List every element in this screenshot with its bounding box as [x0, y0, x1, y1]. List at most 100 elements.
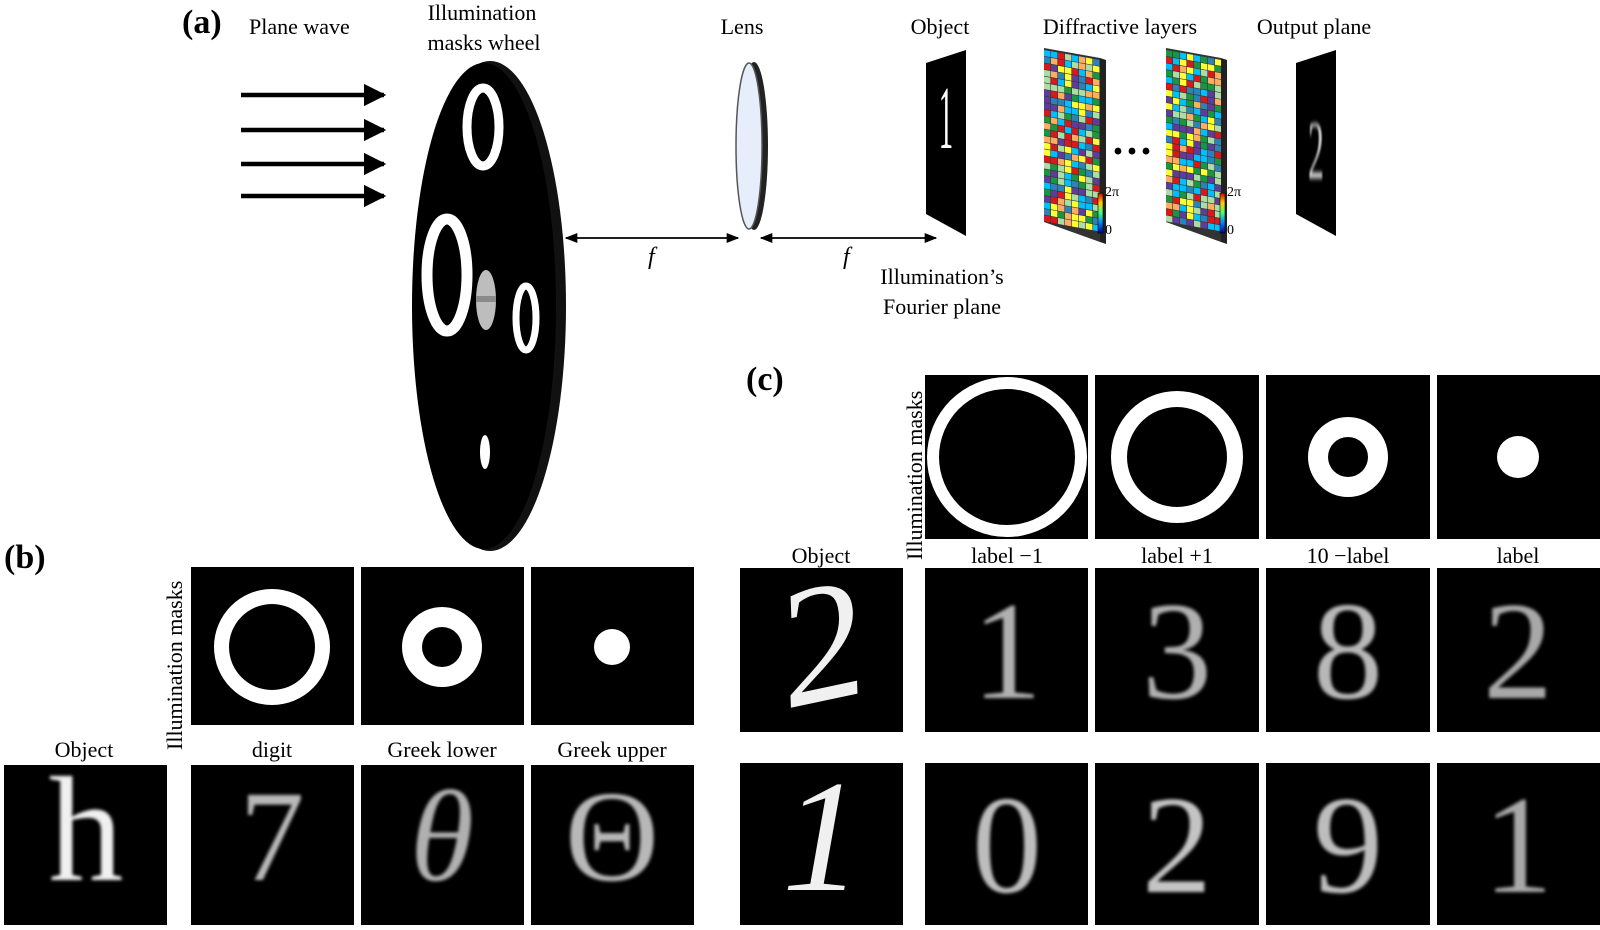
phase-pixel — [1072, 180, 1079, 188]
phase-pixel — [1051, 84, 1058, 92]
phase-pixel — [1044, 76, 1051, 84]
phase-pixel — [1058, 105, 1065, 113]
phase-pixel — [1058, 112, 1065, 120]
panel-a: (a) Plane wave Illumination masks wheel … — [182, 0, 1371, 551]
phase-pixel — [1166, 109, 1173, 117]
phase-pixel — [1065, 179, 1072, 187]
phase-pixel — [1044, 195, 1051, 203]
phase-pixel — [1194, 107, 1201, 116]
phase-pixel — [1166, 96, 1173, 104]
phase-pixel — [1072, 167, 1079, 175]
panel-b-output-glyph-digit: 7 — [240, 765, 305, 909]
phase-pixel — [1166, 136, 1173, 144]
phase-pixel — [1086, 103, 1093, 112]
phase-pixel — [1166, 202, 1173, 210]
output-plane-label: Output plane — [1257, 14, 1371, 39]
phase-pixel — [1180, 145, 1187, 153]
phase-pixel — [1065, 80, 1072, 88]
phase-pixel — [1051, 157, 1058, 165]
phase-pixel — [1187, 179, 1194, 187]
phase-pixel — [1044, 102, 1051, 111]
wheel-dot-mask — [480, 435, 490, 469]
phase-pixel — [1079, 76, 1086, 84]
phase-pixel — [1180, 217, 1187, 226]
phase-pixel — [1044, 63, 1051, 71]
phase-pixel — [1072, 101, 1079, 109]
panel-b-output-greek-lower: θ — [361, 765, 524, 925]
phase-pixel — [1173, 51, 1180, 59]
phase-pixel — [1180, 138, 1187, 146]
panel-c-col-label-1: label −1 — [971, 543, 1043, 568]
phase-pixel — [1072, 160, 1079, 169]
panel-c-masks-label: Illumination masks — [902, 391, 927, 560]
panel-c-col-label-3: 10 −label — [1307, 543, 1390, 568]
phase-pixel — [1065, 126, 1072, 134]
phase-pixel — [1173, 216, 1180, 224]
phase-pixel — [1058, 145, 1065, 153]
fourier-label-line2: Fourier plane — [883, 294, 1001, 319]
phase-pixel — [1058, 125, 1065, 133]
phase-pixel — [1051, 143, 1058, 152]
wheel-ring-mask-small — [512, 282, 540, 354]
phase-pixel — [1093, 98, 1100, 106]
phase-pixel — [1065, 139, 1072, 147]
phase-pixel — [1044, 89, 1051, 97]
panel-c-row2-output-4: 1 — [1437, 763, 1600, 925]
phase-pixel — [1072, 220, 1079, 228]
phase-pixel — [1086, 84, 1093, 92]
phase-pixel — [1072, 134, 1079, 142]
phase-pixel — [1180, 171, 1187, 179]
lens-label: Lens — [721, 14, 764, 39]
phase-pixel — [1194, 88, 1201, 96]
phase-pixel — [1065, 60, 1072, 68]
phase-pixel — [1058, 52, 1065, 60]
phase-pixel — [1208, 143, 1215, 151]
phase-pixel — [1093, 72, 1100, 80]
phase-pixel — [1079, 148, 1086, 157]
phase-pixel — [1194, 68, 1201, 76]
phase-pixel — [1079, 168, 1086, 176]
panel-c-label: (c) — [746, 361, 784, 398]
phase-pixel — [1072, 127, 1079, 135]
phase-pixel — [1187, 159, 1194, 167]
phase-pixel — [1093, 85, 1100, 93]
phase-pixel — [1093, 151, 1100, 159]
phase-pixel — [1086, 209, 1093, 217]
phase-pixel — [1215, 111, 1222, 119]
phase-pixel — [1166, 102, 1173, 111]
phase-pixel — [1058, 211, 1065, 219]
panel-c-object-label: Object — [792, 543, 851, 568]
phase-pixel — [1093, 58, 1100, 66]
object-plane-digit: 1 — [939, 70, 953, 168]
panel-c-row1-output-2-glyph: 3 — [1142, 574, 1212, 729]
phase-pixel — [1180, 78, 1187, 87]
phase-pixel — [1208, 209, 1215, 217]
phase-pixel — [1194, 114, 1201, 122]
phase-pixel — [1086, 170, 1093, 178]
phase-pixel — [1180, 178, 1187, 186]
panel-c-mask-1 — [925, 375, 1088, 539]
phase-pixel — [1065, 205, 1072, 214]
phase-pixel — [1166, 83, 1173, 91]
phase-pixel — [1093, 65, 1100, 73]
diffractive-layer-2 — [1166, 48, 1227, 244]
phase-pixel — [1079, 155, 1086, 163]
phase-pixel — [1201, 155, 1208, 163]
panel-c: (c) Illumination masks Object label −1 l… — [740, 361, 1600, 925]
phase-pixel — [1072, 107, 1079, 116]
phase-pixel — [1051, 51, 1058, 59]
phase-pixel — [1208, 163, 1215, 171]
panel-c-row2-output-4-glyph: 1 — [1483, 768, 1553, 923]
panel-b: (b) Illumination masks Object digit Gree… — [4, 539, 694, 925]
phase-pixel — [1065, 146, 1072, 154]
phase-pixel — [1208, 97, 1215, 105]
phase-pixel — [1201, 129, 1208, 137]
phase-pixel — [1093, 111, 1100, 119]
phase-pixel — [1208, 84, 1215, 92]
phase-pixel — [1079, 215, 1086, 223]
phase-pixel — [1065, 100, 1072, 108]
phase-pixel — [1194, 180, 1201, 188]
phase-pixel — [1215, 158, 1222, 166]
phase-pixel — [1208, 136, 1215, 145]
phase-pixel — [1086, 117, 1093, 125]
